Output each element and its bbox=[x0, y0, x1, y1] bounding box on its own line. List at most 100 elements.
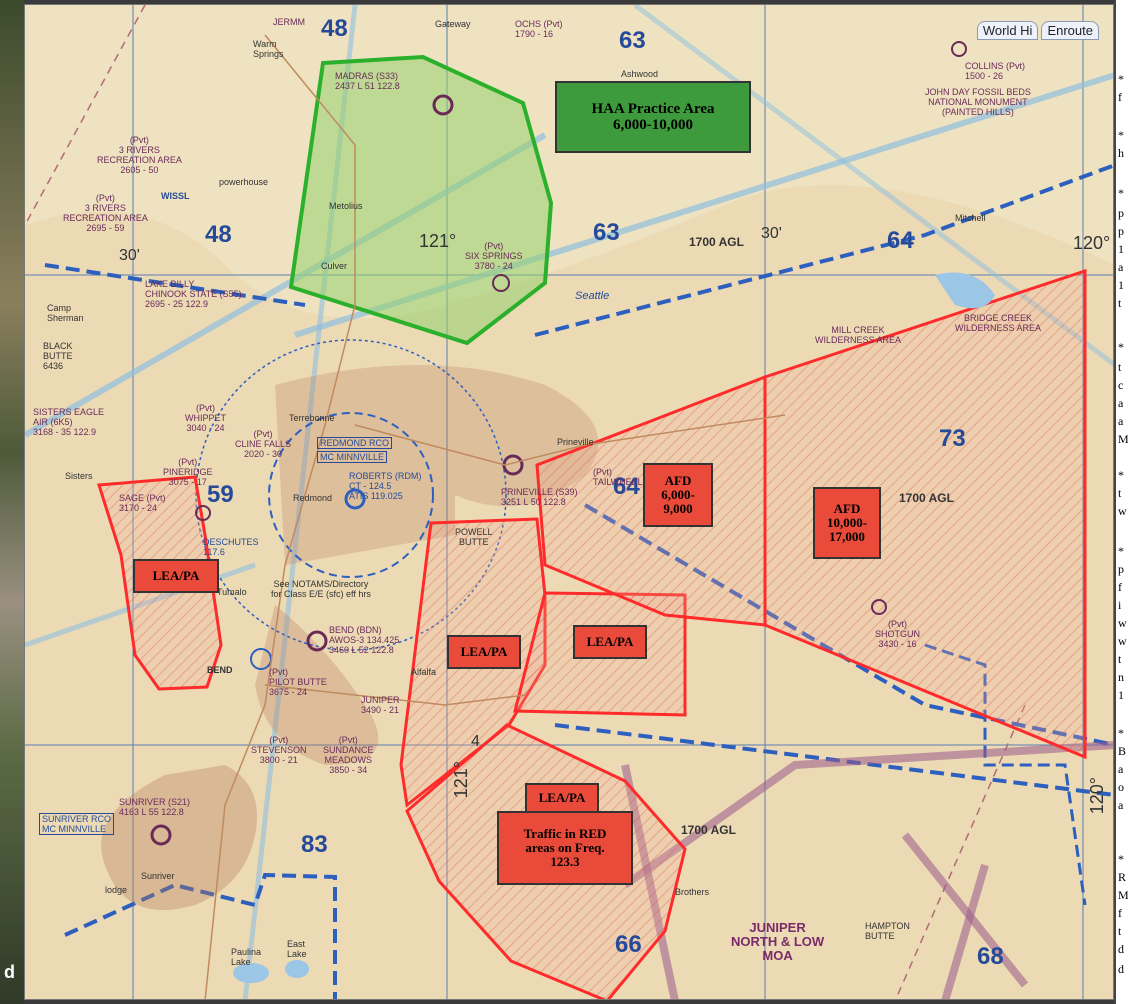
map-label: PRINEVILLE (S39) 3251 L 50 122.8 bbox=[501, 487, 578, 507]
map-label: Tumalo bbox=[217, 587, 247, 597]
map-label: JOHN DAY FOSSIL BEDS NATIONAL MONUMENT (… bbox=[925, 87, 1031, 117]
notes-text-fragment: h bbox=[1118, 146, 1124, 160]
notes-text-fragment: n bbox=[1118, 670, 1124, 684]
satellite-strip: d bbox=[0, 0, 24, 1004]
map-label: (Pvt) SHOTGUN 3430 - 16 bbox=[875, 619, 920, 649]
tab-world-hi[interactable]: World Hi bbox=[976, 21, 1039, 40]
lake bbox=[935, 272, 995, 309]
map-label: Camp Sherman bbox=[47, 303, 84, 323]
airport-symbol bbox=[432, 94, 454, 116]
map-label: Redmond bbox=[293, 493, 333, 503]
lake bbox=[285, 960, 309, 978]
max-elevation-figure: 63 bbox=[593, 219, 620, 246]
notes-text-fragment: t bbox=[1118, 296, 1122, 310]
max-elevation-figure: 48 bbox=[321, 15, 348, 42]
map-label: (Pvt) 3 RIVERS RECREATION AREA 2605 - 50 bbox=[97, 135, 182, 175]
map-label: Warm Springs bbox=[253, 39, 284, 59]
map-label: LAKE BILLY CHINOOK STATE (S55) 2695 - 25… bbox=[145, 279, 242, 309]
map-label: Brothers bbox=[675, 887, 710, 897]
map-label: OCHS (Pvt) 1790 - 16 bbox=[515, 19, 563, 39]
haa-practice-area bbox=[288, 54, 554, 346]
notes-text-fragment: d bbox=[1118, 942, 1124, 956]
max-elevation-figure: 83 bbox=[301, 831, 328, 858]
sectional-map[interactable]: HAA Practice Area 6,000-10,000 AFD 6,000… bbox=[24, 4, 1114, 1000]
notes-text-fragment: * bbox=[1118, 186, 1124, 200]
map-label: JUNIPER 3490 - 21 bbox=[361, 695, 400, 715]
map-label: JERMM bbox=[273, 17, 305, 27]
map-label: BEND (BDN) AWOS-3 134.425 3460 L 52 122.… bbox=[329, 625, 400, 655]
map-label: SUNRIVER RCO MC MINNVILLE bbox=[39, 813, 115, 835]
notes-text-fragment: t bbox=[1118, 924, 1122, 938]
notes-text-fragment: * bbox=[1118, 852, 1124, 866]
map-label: Mitchell bbox=[955, 213, 986, 223]
map-label: SUNRIVER (S21) 4163 L 55 122.8 bbox=[119, 797, 191, 817]
max-elevation-figure: 48 bbox=[205, 221, 232, 248]
airport-symbol bbox=[492, 274, 510, 292]
map-label: MILL CREEK WILDERNESS AREA bbox=[815, 325, 902, 345]
max-elevation-figure: 64 bbox=[887, 227, 914, 254]
map-label: BEND bbox=[207, 665, 233, 675]
map-label: HAMPTON BUTTE bbox=[865, 921, 910, 941]
map-label: Terrebonne bbox=[289, 413, 335, 423]
map-label: (Pvt) SUNDANCE MEADOWS 3850 - 34 bbox=[323, 735, 374, 775]
notes-text-fragment: a bbox=[1118, 762, 1124, 776]
lea-pa-west-label: LEA/PA bbox=[133, 559, 219, 593]
airport-symbol bbox=[306, 630, 328, 652]
notes-text-fragment: t bbox=[1118, 486, 1122, 500]
road bbox=[264, 684, 526, 706]
road bbox=[354, 414, 786, 466]
max-elevation-figure: 66 bbox=[615, 931, 642, 958]
class-e-boundary bbox=[64, 872, 337, 999]
map-label: See NOTAMS/Directory for Class E/E (sfc)… bbox=[271, 579, 371, 599]
map-label: (Pvt) 3 RIVERS RECREATION AREA 2695 - 59 bbox=[63, 193, 148, 233]
max-elevation-figure: 63 bbox=[619, 27, 646, 54]
airport-symbol bbox=[951, 41, 967, 57]
map-label: COLLINS (Pvt) 1500 - 26 bbox=[965, 61, 1026, 81]
map-label: MADRAS (S33) 2437 L 51 122.8 bbox=[335, 71, 400, 91]
tab-enroute[interactable]: Enroute bbox=[1041, 21, 1099, 40]
notes-text-fragment: f bbox=[1118, 906, 1122, 920]
degree-label: 120° bbox=[1087, 777, 1107, 815]
notes-text-fragment: w bbox=[1118, 616, 1127, 630]
notes-text-fragment: p bbox=[1118, 206, 1124, 220]
max-elevation-figure: 73 bbox=[939, 425, 966, 452]
degree-label: 30' bbox=[761, 225, 782, 242]
boundary-line bbox=[895, 704, 1026, 999]
notes-text-fragment: t bbox=[1118, 652, 1122, 666]
notes-text-fragment: M bbox=[1118, 888, 1128, 902]
max-elevation-figure: 68 bbox=[977, 943, 1004, 970]
class-e-surface-area bbox=[255, 605, 379, 765]
map-label: ROBERTS (RDM) CT - 124.5 ATIS 119.025 bbox=[349, 471, 422, 501]
map-label: BLACK BUTTE 6436 bbox=[43, 341, 73, 371]
map-label: SISTERS EAGLE AIR (6K5) 3168 - 35 122.9 bbox=[33, 407, 105, 437]
notes-text-fragment: B bbox=[1118, 744, 1127, 758]
map-label: Sisters bbox=[65, 471, 93, 481]
map-label: Culver bbox=[321, 261, 348, 271]
map-label: lodge bbox=[105, 885, 128, 895]
lea-pa-east-label: LEA/PA bbox=[573, 625, 647, 659]
afd-high-label: AFD 10,000- 17,000 bbox=[813, 487, 881, 559]
notes-text-fragment: * bbox=[1118, 128, 1124, 142]
map-label: REDMOND RCO bbox=[317, 437, 392, 449]
notes-text-fragment: M bbox=[1118, 432, 1128, 446]
class-e-surface-area bbox=[275, 365, 599, 565]
degree-label: 30' bbox=[119, 247, 140, 264]
notes-text-fragment: a bbox=[1118, 396, 1124, 410]
notes-text-fragment: f bbox=[1118, 580, 1122, 594]
satellite-strip-label: d bbox=[4, 962, 15, 982]
map-label: (Pvt) SIX SPRINGS 3780 - 24 bbox=[465, 241, 523, 271]
afd-low-label: AFD 6,000- 9,000 bbox=[643, 463, 713, 527]
notes-text-fragment: p bbox=[1118, 562, 1124, 576]
degree-label: 120° bbox=[1073, 233, 1111, 253]
notes-text-fragment: a bbox=[1118, 260, 1124, 274]
map-label: (Pvt) TAILWHEEL bbox=[593, 467, 643, 487]
map-label: (Pvt) STEVENSON 3800 - 21 bbox=[251, 735, 307, 765]
map-label: SAGE (Pvt) 3170 - 24 bbox=[119, 493, 166, 513]
airport-symbol bbox=[150, 824, 172, 846]
class-e-boundary bbox=[44, 163, 1113, 337]
moa-boundary bbox=[941, 863, 989, 999]
map-label: POWELL BUTTE bbox=[455, 527, 493, 547]
notes-text-fragment: o bbox=[1118, 780, 1124, 794]
notes-text-fragment: a bbox=[1118, 798, 1124, 812]
